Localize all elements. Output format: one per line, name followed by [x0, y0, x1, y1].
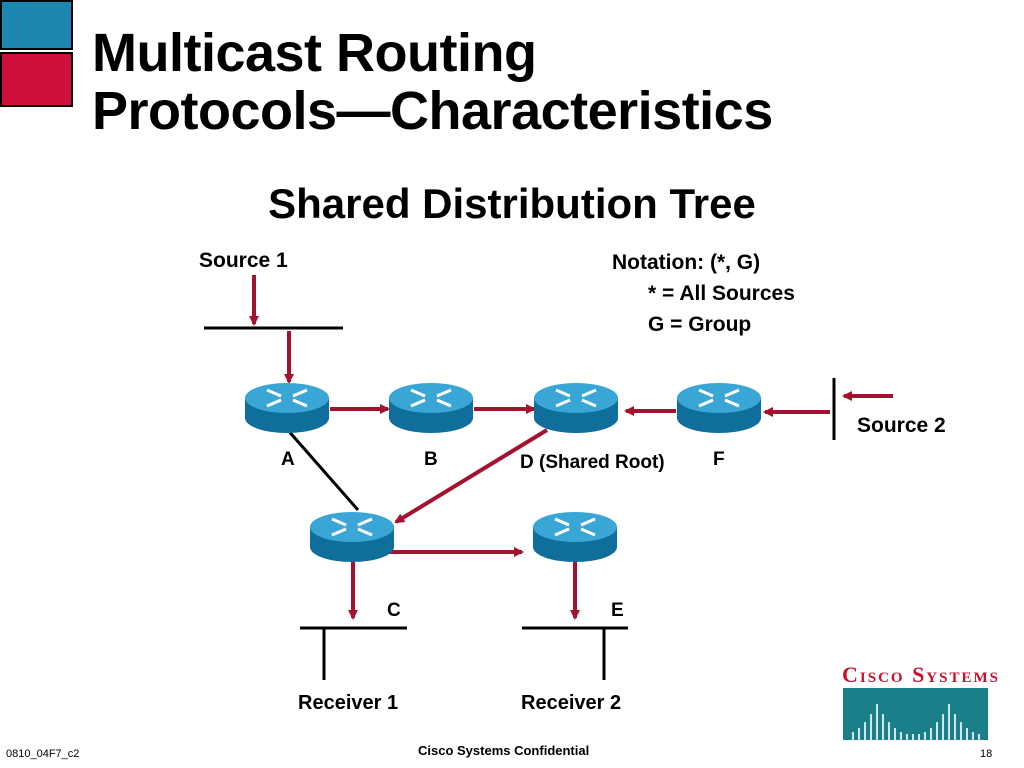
cisco-logo-icon [843, 688, 988, 740]
router-e-label: E [611, 600, 624, 621]
page-number: 18 [980, 748, 993, 760]
source2-label: Source 2 [857, 414, 946, 437]
router-c-label: C [387, 600, 401, 621]
notation-line-1: Notation: (*, G) [612, 251, 761, 274]
cisco-bridge-icon [852, 704, 980, 740]
receiver1-label: Receiver 1 [298, 692, 399, 714]
router-d-icon [532, 381, 620, 435]
router-f-icon [675, 381, 763, 435]
title-line-1: Multicast Routing [92, 23, 537, 83]
cisco-logo-text: Cisco Systems [842, 662, 1000, 687]
router-c-icon [308, 510, 396, 564]
corner-red-square [0, 52, 73, 107]
notation-block: Notation: (*, G) * = All Sources G = Gro… [612, 247, 795, 340]
page-title: Multicast Routing Protocols—Characterist… [92, 24, 773, 140]
notation-line-3: G = Group [648, 313, 752, 336]
router-d-label: D (Shared Root) [520, 452, 665, 473]
router-b-label: B [424, 449, 438, 470]
link-a-c [284, 427, 360, 511]
diagram-subtitle: Shared Distribution Tree [268, 180, 756, 227]
router-a-icon [243, 381, 331, 435]
arrow-d-c [394, 428, 549, 524]
router-f-label: F [713, 449, 725, 470]
router-a-label: A [281, 449, 295, 470]
notation-line-2: * = All Sources [648, 282, 795, 305]
receiver2-label: Receiver 2 [521, 692, 622, 714]
source1-label: Source 1 [199, 249, 288, 272]
slide-code: 0810_04F7_c2 [6, 748, 80, 760]
router-b-icon [387, 381, 475, 435]
router-e-icon [531, 510, 619, 564]
corner-blue-square [0, 0, 73, 50]
confidential-notice: Cisco Systems Confidential [418, 743, 590, 758]
title-line-2: Protocols—Characteristics [92, 81, 773, 141]
